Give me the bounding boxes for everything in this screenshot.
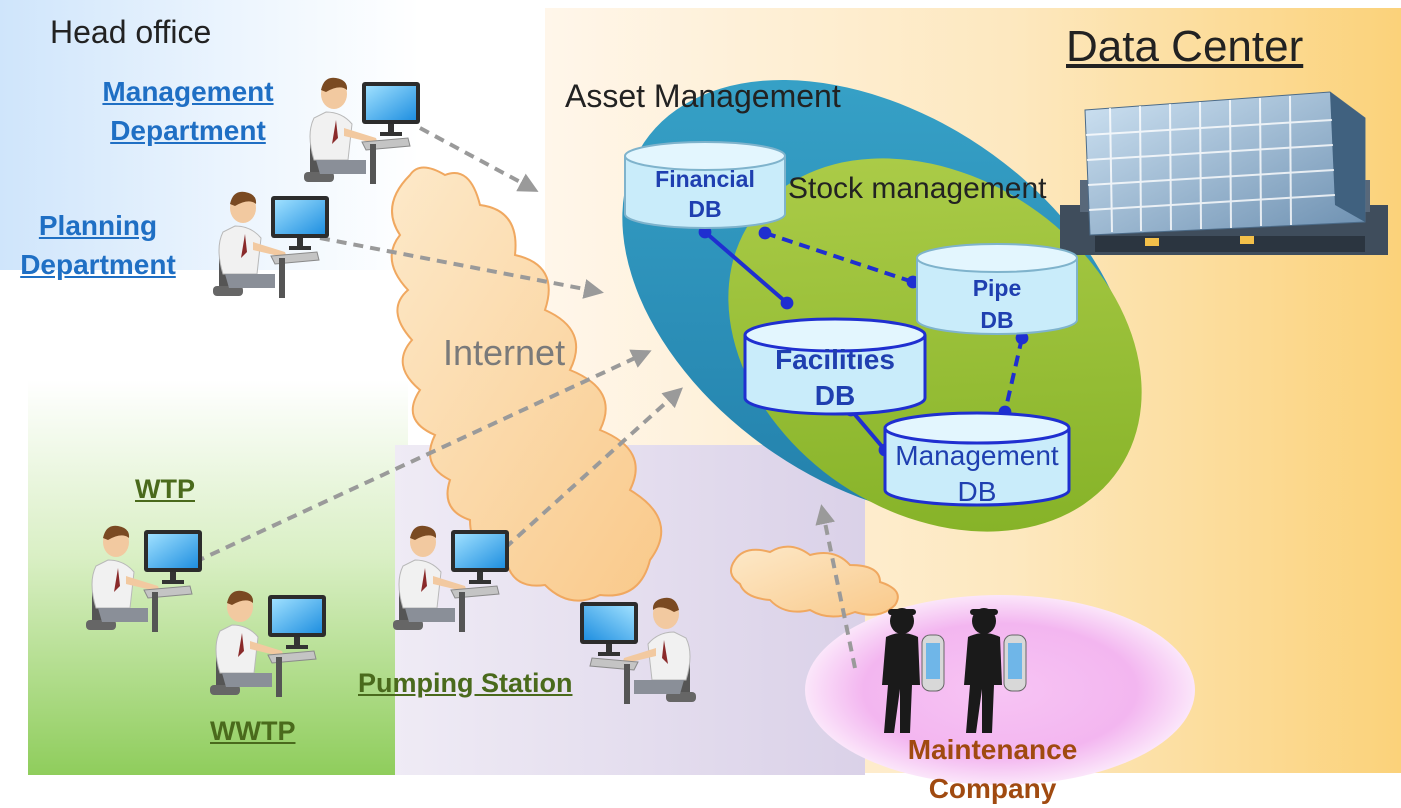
management-department-label: Management Department bbox=[90, 72, 286, 150]
maintenance-company-line-1: Maintenance bbox=[907, 734, 1078, 765]
wwtp-label: WWTP bbox=[210, 716, 296, 746]
maintenance-company-label: Maintenance Company bbox=[880, 730, 1105, 808]
financial-db-line-1: Financial bbox=[655, 166, 755, 192]
financial-db-cylinder bbox=[624, 141, 786, 229]
management-db-line-1: Management bbox=[895, 440, 1059, 471]
pipe-db-label: Pipe DB bbox=[917, 272, 1077, 336]
pumping-station-label: Pumping Station bbox=[358, 668, 573, 698]
db-links bbox=[698, 225, 1029, 457]
management-department-line-2: Department bbox=[110, 115, 266, 146]
maintenance-company-line-2: Company bbox=[928, 773, 1057, 804]
facilities-db-line-2: DB bbox=[814, 380, 856, 411]
connection-arrows bbox=[194, 126, 857, 669]
pipe-db-line-2: DB bbox=[980, 307, 1014, 333]
wtp-label: WTP bbox=[135, 474, 195, 504]
facilities-db-line-1: Facilities bbox=[775, 344, 895, 375]
asset-management-label: Asset Management bbox=[565, 78, 841, 114]
planning-department-line-1: Planning bbox=[38, 210, 158, 241]
internet-cloud bbox=[390, 166, 663, 602]
financial-db-label: Financial DB bbox=[625, 164, 785, 224]
planning-department-line-2: Department bbox=[20, 249, 176, 280]
management-department-line-1: Management bbox=[102, 76, 274, 107]
stock-management-label: Stock management bbox=[788, 172, 1047, 205]
head-office-label: Head office bbox=[50, 14, 212, 50]
management-db-cylinder bbox=[883, 411, 1071, 507]
facilities-db-label: Facilities DB bbox=[745, 342, 925, 414]
management-db-label: Management DB bbox=[885, 438, 1069, 510]
small-cloud bbox=[730, 545, 899, 618]
pipe-db-line-1: Pipe bbox=[972, 275, 1022, 301]
planning-department-label: Planning Department bbox=[8, 206, 188, 284]
facilities-db-cylinder bbox=[743, 317, 927, 416]
pipe-db-cylinder bbox=[916, 243, 1078, 335]
site-region bbox=[28, 380, 408, 775]
internet-label: Internet bbox=[443, 332, 566, 373]
maintenance-staff-figures bbox=[882, 608, 1027, 733]
data-center-building bbox=[1060, 91, 1388, 255]
data-center-label: Data Center bbox=[1066, 22, 1304, 71]
management-db-line-2: DB bbox=[957, 476, 997, 507]
financial-db-line-2: DB bbox=[688, 196, 722, 222]
